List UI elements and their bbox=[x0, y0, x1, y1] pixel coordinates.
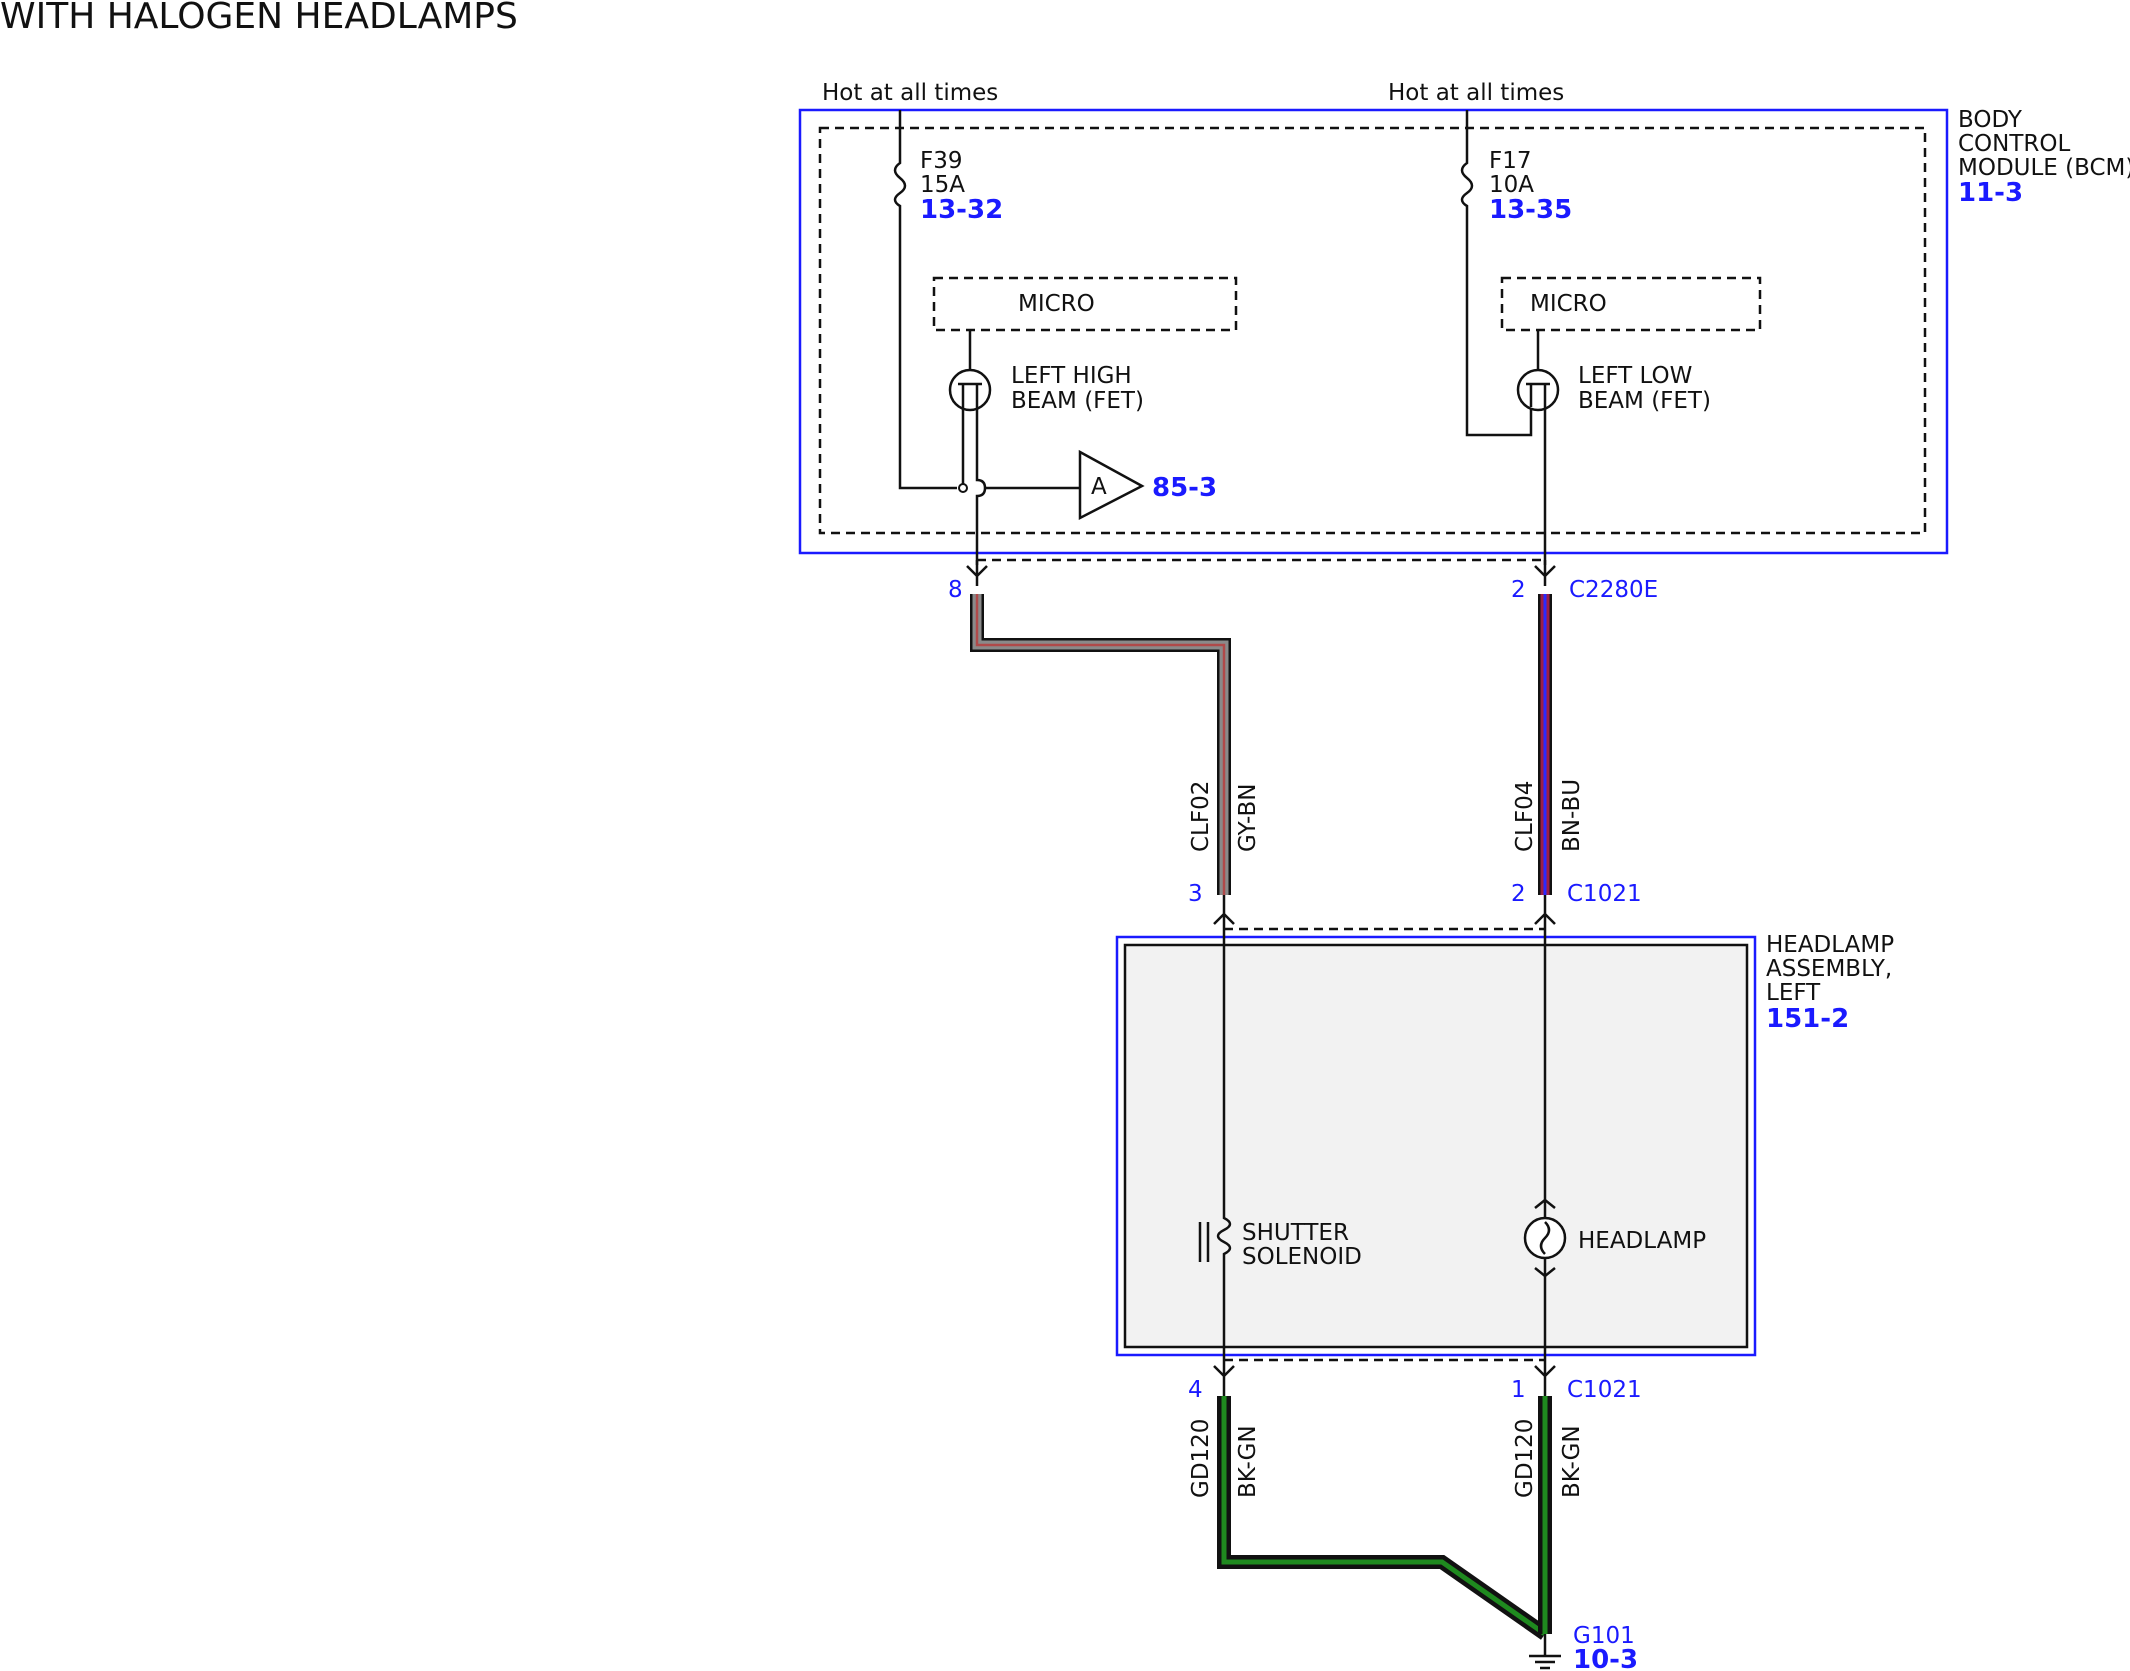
c1021-bottom-pin-right: 1 bbox=[1511, 1377, 1526, 1403]
hot-at-all-times-left: Hot at all times bbox=[822, 80, 998, 106]
fuse-f17-id: F17 bbox=[1489, 148, 1532, 174]
solenoid-label-line-2: SOLENOID bbox=[1242, 1244, 1362, 1270]
ground-wire-right-circuit: GD120 bbox=[1512, 1419, 1538, 1498]
fet-left-label-line-1: LEFT HIGH bbox=[1011, 363, 1132, 389]
headlamp-assembly-ref-link[interactable]: 151-2 bbox=[1766, 1004, 1849, 1034]
connector-c2280e-pin8-icon bbox=[966, 560, 988, 586]
fuse-f39-rating: 15A bbox=[920, 172, 965, 198]
fuse-f17-feed-wire bbox=[1460, 110, 1533, 437]
headlamp-assembly-name-3: LEFT bbox=[1766, 980, 1821, 1006]
wire-right-circuit: CLF04 bbox=[1512, 781, 1538, 852]
connector-c2280e-pin2-icon bbox=[1534, 560, 1556, 586]
wire-clf02-gy-bn bbox=[970, 594, 1231, 895]
c1021-top-id: C1021 bbox=[1567, 881, 1642, 907]
headlamp-label: HEADLAMP bbox=[1578, 1228, 1706, 1254]
fuse-f39-id: F39 bbox=[920, 148, 963, 174]
c2280e-pin-right: 2 bbox=[1511, 577, 1526, 603]
wire-left-circuit: CLF02 bbox=[1188, 781, 1214, 852]
c2280e-pin-left: 8 bbox=[948, 577, 963, 603]
bcm-name-line-1: BODY bbox=[1958, 107, 2023, 133]
bcm-inner-boundary bbox=[818, 126, 1927, 535]
offpage-letter: A bbox=[1091, 474, 1107, 500]
c1021-top-pin-right: 2 bbox=[1511, 881, 1526, 907]
ground-wire-right-color: BK-GN bbox=[1559, 1425, 1585, 1498]
hot-at-all-times-right: Hot at all times bbox=[1388, 80, 1564, 106]
connector-c1021-pin1-icon bbox=[1534, 1360, 1556, 1396]
fuse-f17-ref-link[interactable]: 13-35 bbox=[1489, 195, 1572, 225]
c1021-bottom-id: C1021 bbox=[1567, 1377, 1642, 1403]
wire-right-color: BN-BU bbox=[1559, 779, 1585, 852]
bcm-name-line-2: CONTROL bbox=[1958, 131, 2071, 157]
c1021-top-pin-left: 3 bbox=[1188, 881, 1203, 907]
solenoid-label-line-1: SHUTTER bbox=[1242, 1220, 1349, 1246]
ground-wire-left-color: BK-GN bbox=[1235, 1425, 1261, 1498]
headlamp-assembly-name-2: ASSEMBLY, bbox=[1766, 956, 1892, 982]
ground-id: G101 bbox=[1573, 1623, 1635, 1649]
connector-c1021-pin3-icon bbox=[1213, 895, 1235, 930]
ground-wire-left-circuit: GD120 bbox=[1188, 1419, 1214, 1498]
bcm-ref-link[interactable]: 11-3 bbox=[1958, 178, 2023, 208]
fet-left-low-beam-icon bbox=[1516, 368, 1560, 412]
bcm-outline bbox=[798, 108, 1949, 555]
headlamp-bulb-icon bbox=[1523, 1198, 1567, 1278]
offpage-ref-link[interactable]: 85-3 bbox=[1152, 473, 1217, 503]
micro-left-box bbox=[932, 276, 1238, 332]
fet-left-label-line-2: BEAM (FET) bbox=[1011, 388, 1144, 414]
wire-left-color: GY-BN bbox=[1235, 784, 1261, 852]
fet-right-label-line-1: LEFT LOW bbox=[1578, 363, 1692, 389]
micro-right-label: MICRO bbox=[1530, 291, 1607, 317]
ground-icon bbox=[1529, 1634, 1561, 1670]
headlamp-assembly-name-1: HEADLAMP bbox=[1766, 932, 1894, 958]
ground-ref-link[interactable]: 10-3 bbox=[1573, 1645, 1638, 1671]
micro-right-box bbox=[1500, 276, 1762, 332]
connector-c1021-pin4-icon bbox=[1213, 1360, 1235, 1396]
fuse-f39-ref-link[interactable]: 13-32 bbox=[920, 195, 1003, 225]
connector-c1021-pin2-icon bbox=[1534, 895, 1556, 930]
fet-left-high-beam-icon bbox=[948, 368, 992, 412]
headlamp-assembly-inner bbox=[1123, 943, 1749, 1349]
offpage-connector-a-icon[interactable] bbox=[1078, 449, 1145, 521]
splice-dot bbox=[958, 483, 968, 493]
fuse-f39-feed-wire bbox=[893, 110, 957, 490]
fet-right-label-line-2: BEAM (FET) bbox=[1578, 388, 1711, 414]
shutter-solenoid-icon bbox=[1198, 1222, 1210, 1262]
shutter-solenoid-wire bbox=[1216, 930, 1232, 1360]
micro-left-label: MICRO bbox=[1018, 291, 1095, 317]
bcm-name-line-3: MODULE (BCM) bbox=[1958, 155, 2130, 181]
diagram-title: WITH HALOGEN HEADLAMPS bbox=[0, 0, 518, 37]
c1021-bottom-pin-left: 4 bbox=[1188, 1377, 1203, 1403]
wire-gd120-left-bk-gn bbox=[1217, 1396, 1550, 1640]
c2280e-id: C2280E bbox=[1569, 577, 1658, 603]
fuse-f17-rating: 10A bbox=[1489, 172, 1534, 198]
